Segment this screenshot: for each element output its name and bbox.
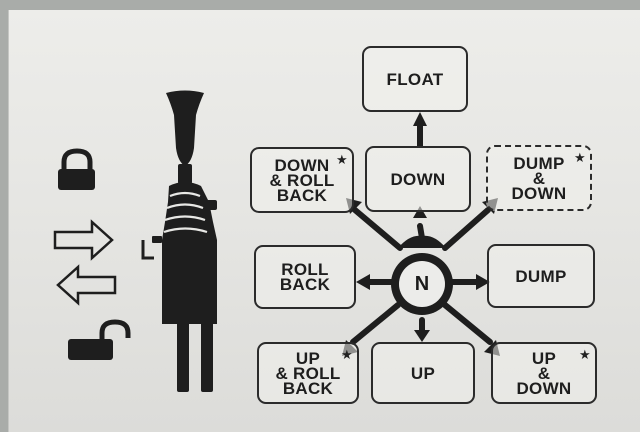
position-down-roll-back-label: DOWN & ROLL BACK [269,155,335,205]
arrow-right-icon [53,219,114,261]
position-float: FLOAT [362,46,468,112]
arrow-left-icon [56,264,117,306]
position-up-roll-back: UP & ROLL BACK ★ [257,342,359,404]
star-icon: ★ [579,347,591,362]
position-down: DOWN [365,146,471,212]
position-up-down-label: UP & DOWN [516,348,572,398]
position-dump-down-label: DUMP & DOWN [511,153,567,203]
neutral-knob [391,235,453,315]
position-dump-down: DUMP & DOWN ★ [486,145,592,211]
position-down-roll-back: DOWN & ROLL BACK ★ [250,147,354,213]
position-down-label: DOWN [390,169,446,189]
star-icon: ★ [341,347,353,362]
position-up-down: UP & DOWN ★ [491,342,597,404]
joystick-icon [141,90,217,392]
position-roll-back: ROLL BACK [254,245,356,309]
star-icon: ★ [574,150,586,165]
position-float-label: FLOAT [386,69,444,89]
position-up: UP [371,342,475,404]
position-dump: DUMP [487,244,595,308]
position-up-roll-back-label: UP & ROLL BACK [275,348,341,398]
position-up-label: UP [410,363,436,383]
neutral-label: N [414,272,430,295]
position-roll-back-label: ROLL BACK [279,260,331,294]
unlock-icon [68,319,131,360]
lock-icon [58,148,95,190]
position-dump-label: DUMP [515,266,567,286]
star-icon: ★ [336,152,348,167]
direction-lines [350,207,493,345]
